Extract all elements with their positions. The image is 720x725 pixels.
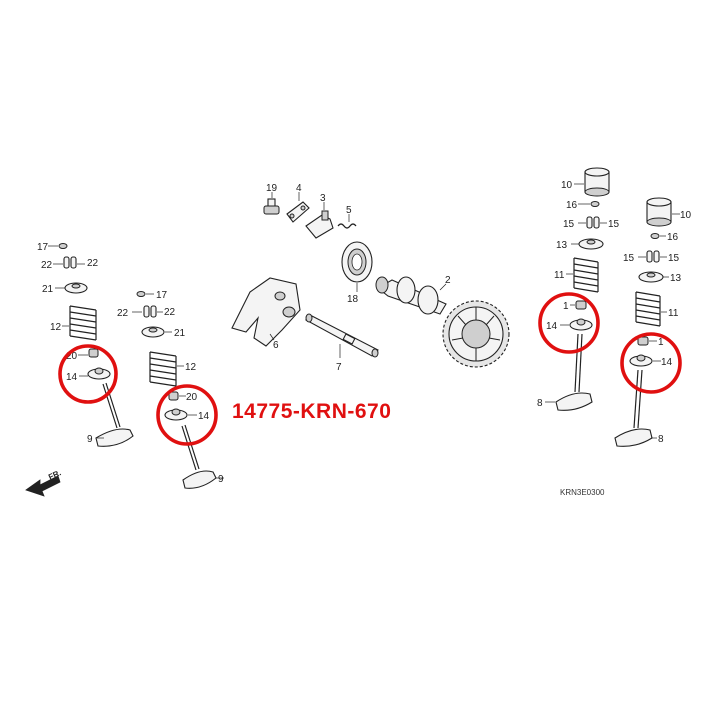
callout-13-inner: 13 xyxy=(556,240,568,251)
callout-2: 2 xyxy=(445,275,451,286)
callout-3: 3 xyxy=(320,193,326,204)
callout-4: 4 xyxy=(296,183,302,194)
callout-11-outer: 11 xyxy=(668,308,679,319)
callout-15-outer-a: 15 xyxy=(623,253,635,264)
callout-14-left-inner: 14 xyxy=(198,411,210,422)
part-20-seat xyxy=(88,348,99,358)
callout-17: 17 xyxy=(37,242,49,253)
callout-21-inner: 21 xyxy=(174,328,186,339)
part-12-spring xyxy=(149,351,177,387)
part-10-bucket xyxy=(646,197,672,227)
callout-1-inner: 1 xyxy=(563,301,569,312)
part-22-cotters xyxy=(143,305,157,318)
callout-5: 5 xyxy=(346,205,352,216)
callout-18: 18 xyxy=(347,294,359,305)
highlight-circle-right-inner xyxy=(538,292,600,354)
part-7-rocker-shaft xyxy=(304,313,379,358)
callout-14-right-outer: 14 xyxy=(661,357,673,368)
highlight-circle-left-inner xyxy=(156,384,218,446)
callout-15-inner-b: 15 xyxy=(608,219,620,230)
part-6-rocker-arm xyxy=(231,277,301,347)
part-8-valve xyxy=(555,333,593,411)
callout-16-outer: 16 xyxy=(667,232,679,243)
callout-8-inner: 8 xyxy=(537,398,543,409)
part-8-valve xyxy=(614,369,653,447)
part-3-lever xyxy=(305,210,334,239)
callout-7: 7 xyxy=(336,362,342,373)
callout-22-inner-b: 22 xyxy=(164,307,176,318)
part-10-bucket xyxy=(584,167,610,197)
callout-22-inner-a: 22 xyxy=(117,308,129,319)
callout-8-outer: 8 xyxy=(658,434,664,445)
part-9-valve xyxy=(181,424,217,489)
callout-22-left-a: 22 xyxy=(41,260,53,271)
front-label: FR. xyxy=(47,468,62,482)
callout-14-right-inner: 14 xyxy=(546,321,558,332)
callout-17-inner: 17 xyxy=(156,290,168,301)
part-20-seat xyxy=(168,391,179,401)
right-outer-valve-assembly: 10 16 15 15 13 11 1 14 xyxy=(614,197,692,447)
callout-10-inner: 10 xyxy=(561,180,573,191)
part-15-cotters xyxy=(586,216,600,229)
part-5-spring xyxy=(337,223,357,229)
callout-10-outer: 10 xyxy=(680,210,692,221)
callout-16-inner: 16 xyxy=(566,200,578,211)
callout-13-outer: 13 xyxy=(670,273,682,284)
callout-9-left-outer: 9 xyxy=(87,434,93,445)
part-number-label: 14775-KRN-670 xyxy=(232,400,392,423)
highlight-circle-left-outer xyxy=(58,344,118,404)
callout-14-left-outer: 14 xyxy=(66,372,78,383)
part-1-seat xyxy=(575,300,587,310)
callout-21-left: 21 xyxy=(42,284,54,295)
diagram-code: KRN3E0300 xyxy=(560,488,605,497)
left-inner-valve-assembly: 17 22 22 21 12 20 14 9 xyxy=(117,290,224,489)
callout-20-inner: 20 xyxy=(186,392,198,403)
part-12-spring xyxy=(69,305,97,341)
left-outer-valve-assembly: 17 22 22 21 12 20 14 xyxy=(37,242,134,447)
part-1-seat xyxy=(637,336,649,346)
callout-1-outer: 1 xyxy=(658,337,664,348)
part-17-shim xyxy=(58,243,68,249)
callout-6: 6 xyxy=(273,340,279,351)
callout-15-outer-b: 15 xyxy=(668,253,680,264)
callout-20-left: 20 xyxy=(66,351,78,362)
highlight-circle-right-outer xyxy=(620,332,682,394)
part-11-spring xyxy=(573,257,599,293)
part-15-cotters xyxy=(646,250,660,263)
part-19-bolt xyxy=(263,198,280,215)
part-16-shim xyxy=(590,201,600,207)
callout-9-left-inner: 9 xyxy=(218,474,224,485)
part-18-bearing xyxy=(341,241,373,283)
callout-19: 19 xyxy=(266,183,278,194)
callout-11-inner: 11 xyxy=(554,270,565,281)
part-17-shim xyxy=(136,291,146,297)
part-22-cotters xyxy=(63,256,77,269)
part-16-shim xyxy=(650,233,660,239)
rocker-components: 19 4 3 5 18 xyxy=(231,183,379,373)
part-4-plate xyxy=(286,201,310,223)
callout-22-left-b: 22 xyxy=(87,258,99,269)
callout-12-left: 12 xyxy=(50,322,62,333)
callout-15-inner-a: 15 xyxy=(563,219,575,230)
part-9-valve xyxy=(95,382,134,447)
front-direction-arrow: FR. xyxy=(25,468,63,497)
right-inner-valve-assembly: 10 16 15 15 13 11 1 14 xyxy=(537,167,620,411)
part-2-camshaft xyxy=(375,276,510,368)
part-11-spring xyxy=(635,291,661,327)
callout-12-inner: 12 xyxy=(185,362,197,373)
